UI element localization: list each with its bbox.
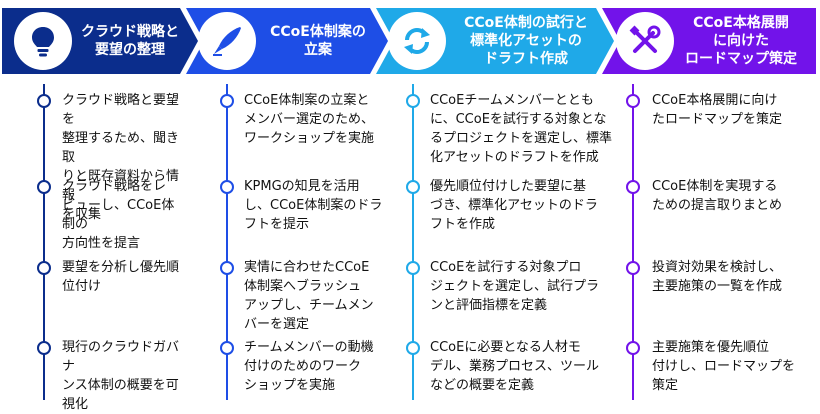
phase-1-step-1: クラウド戦略と要望を 整理するため、聞き取 りと既存資料から情報 を収集: [62, 93, 180, 222]
phase-3-step-node: [406, 180, 420, 194]
phase-3-step-3: CCoEを試行する対象プロ ジェクトを選定し、試行プラ ンと評価指標を定義: [430, 260, 600, 313]
phase-1-step-4: 現行のクラウドガバナ ンス体制の概要を可 視化: [62, 340, 180, 412]
phase-4-header: CCoE本格展開 に向けた ロードマップ策定: [602, 8, 816, 74]
phase-2-timeline: [226, 84, 228, 400]
phase-3-timeline: [412, 84, 414, 400]
phase-3-badge: [388, 12, 446, 70]
phase-2-badge: [198, 12, 256, 70]
phase-3-header: CCoE体制の試行と 標準化アセットの ドラフト作成: [376, 8, 614, 74]
phase-2-step-node: [220, 261, 234, 275]
phase-4-badge: [616, 12, 674, 70]
phase-1-step-3: 要望を分析し優先順 位付け: [62, 260, 180, 294]
phase-2-step-1: CCoE体制案の立案と メンバー選定のため、 ワークショップを実施: [244, 93, 375, 146]
phase-3-step-node: [406, 261, 420, 275]
pen-icon: [213, 27, 241, 56]
phase-1-step-2: クラウド戦略をレ ビューし、CCoE体制の 方向性を提言: [62, 179, 175, 251]
phase-4-step-1: CCoE本格展開に向け たロードマップを策定: [652, 93, 783, 127]
tools-icon: [629, 25, 661, 53]
phase-4-step-3: 投資対効果を検討し、 主要施策の一覧を作成: [652, 260, 783, 294]
phase-3-step-node: [406, 341, 420, 355]
phase-2-step-3: 実情に合わせたCCoE 体制案へブラッシュ アップし、チームメン バーを選定: [244, 260, 374, 332]
phase-3-step-node: [406, 94, 420, 108]
phase-2-step-node: [220, 341, 234, 355]
phase-4-title: CCoE本格展開 に向けた ロードマップ策定: [685, 15, 797, 67]
phase-1-step-node: [37, 94, 51, 108]
phase-3-step-4: CCoEに必要となる人材モ デル、業務プロセス、ツール などの概要を定義: [430, 340, 600, 393]
phase-2-step-4: チームメンバーの動機 付けのためのワーク ショップを実施: [244, 340, 374, 393]
phase-1-timeline: [43, 84, 45, 400]
phase-4-step-4: 主要施策を優先順位 付けし、ロードマップを 策定: [652, 340, 796, 393]
phase-3-title: CCoE体制の試行と 標準化アセットの ドラフト作成: [464, 15, 588, 67]
phase-1-step-node: [37, 180, 51, 194]
phase-1-header: クラウド戦略と 要望の整理: [2, 8, 198, 74]
phase-2-step-node: [220, 94, 234, 108]
phase-2-step-node: [220, 180, 234, 194]
phase-diagram: クラウド戦略と 要望の整理 CCoE体制案の 立案 C: [2, 8, 816, 412]
phase-2-header: CCoE体制案の 立案: [186, 8, 388, 74]
phase-4-step-node: [626, 94, 640, 108]
phase-3-step-1: CCoEチームメンバーととも に、CCoEを試行する対象とな るプロジェクトを選…: [430, 93, 613, 165]
phase-1-badge: [14, 12, 72, 70]
phase-4-step-2: CCoE体制を実現する ための提言取りまとめ: [652, 179, 783, 213]
phase-2-title: CCoE体制案の 立案: [270, 24, 366, 58]
phase-2-step-2: KPMGの知見を活用 し、CCoE体制案のドラ フトを提示: [244, 179, 383, 232]
phase-1-title: クラウド戦略と 要望の整理: [81, 24, 179, 58]
phase-3-step-2: 優先順位付けした要望に基 づき、標準化アセットのドラ フトを作成: [430, 179, 598, 232]
phase-1-step-node: [37, 341, 51, 355]
refresh-icon: [404, 28, 430, 54]
phase-1-step-node: [37, 261, 51, 275]
lightbulb-icon: [32, 27, 54, 57]
phase-4-timeline: [632, 84, 634, 400]
phase-4-step-node: [626, 341, 640, 355]
phase-4-step-node: [626, 261, 640, 275]
phase-4-step-node: [626, 180, 640, 194]
